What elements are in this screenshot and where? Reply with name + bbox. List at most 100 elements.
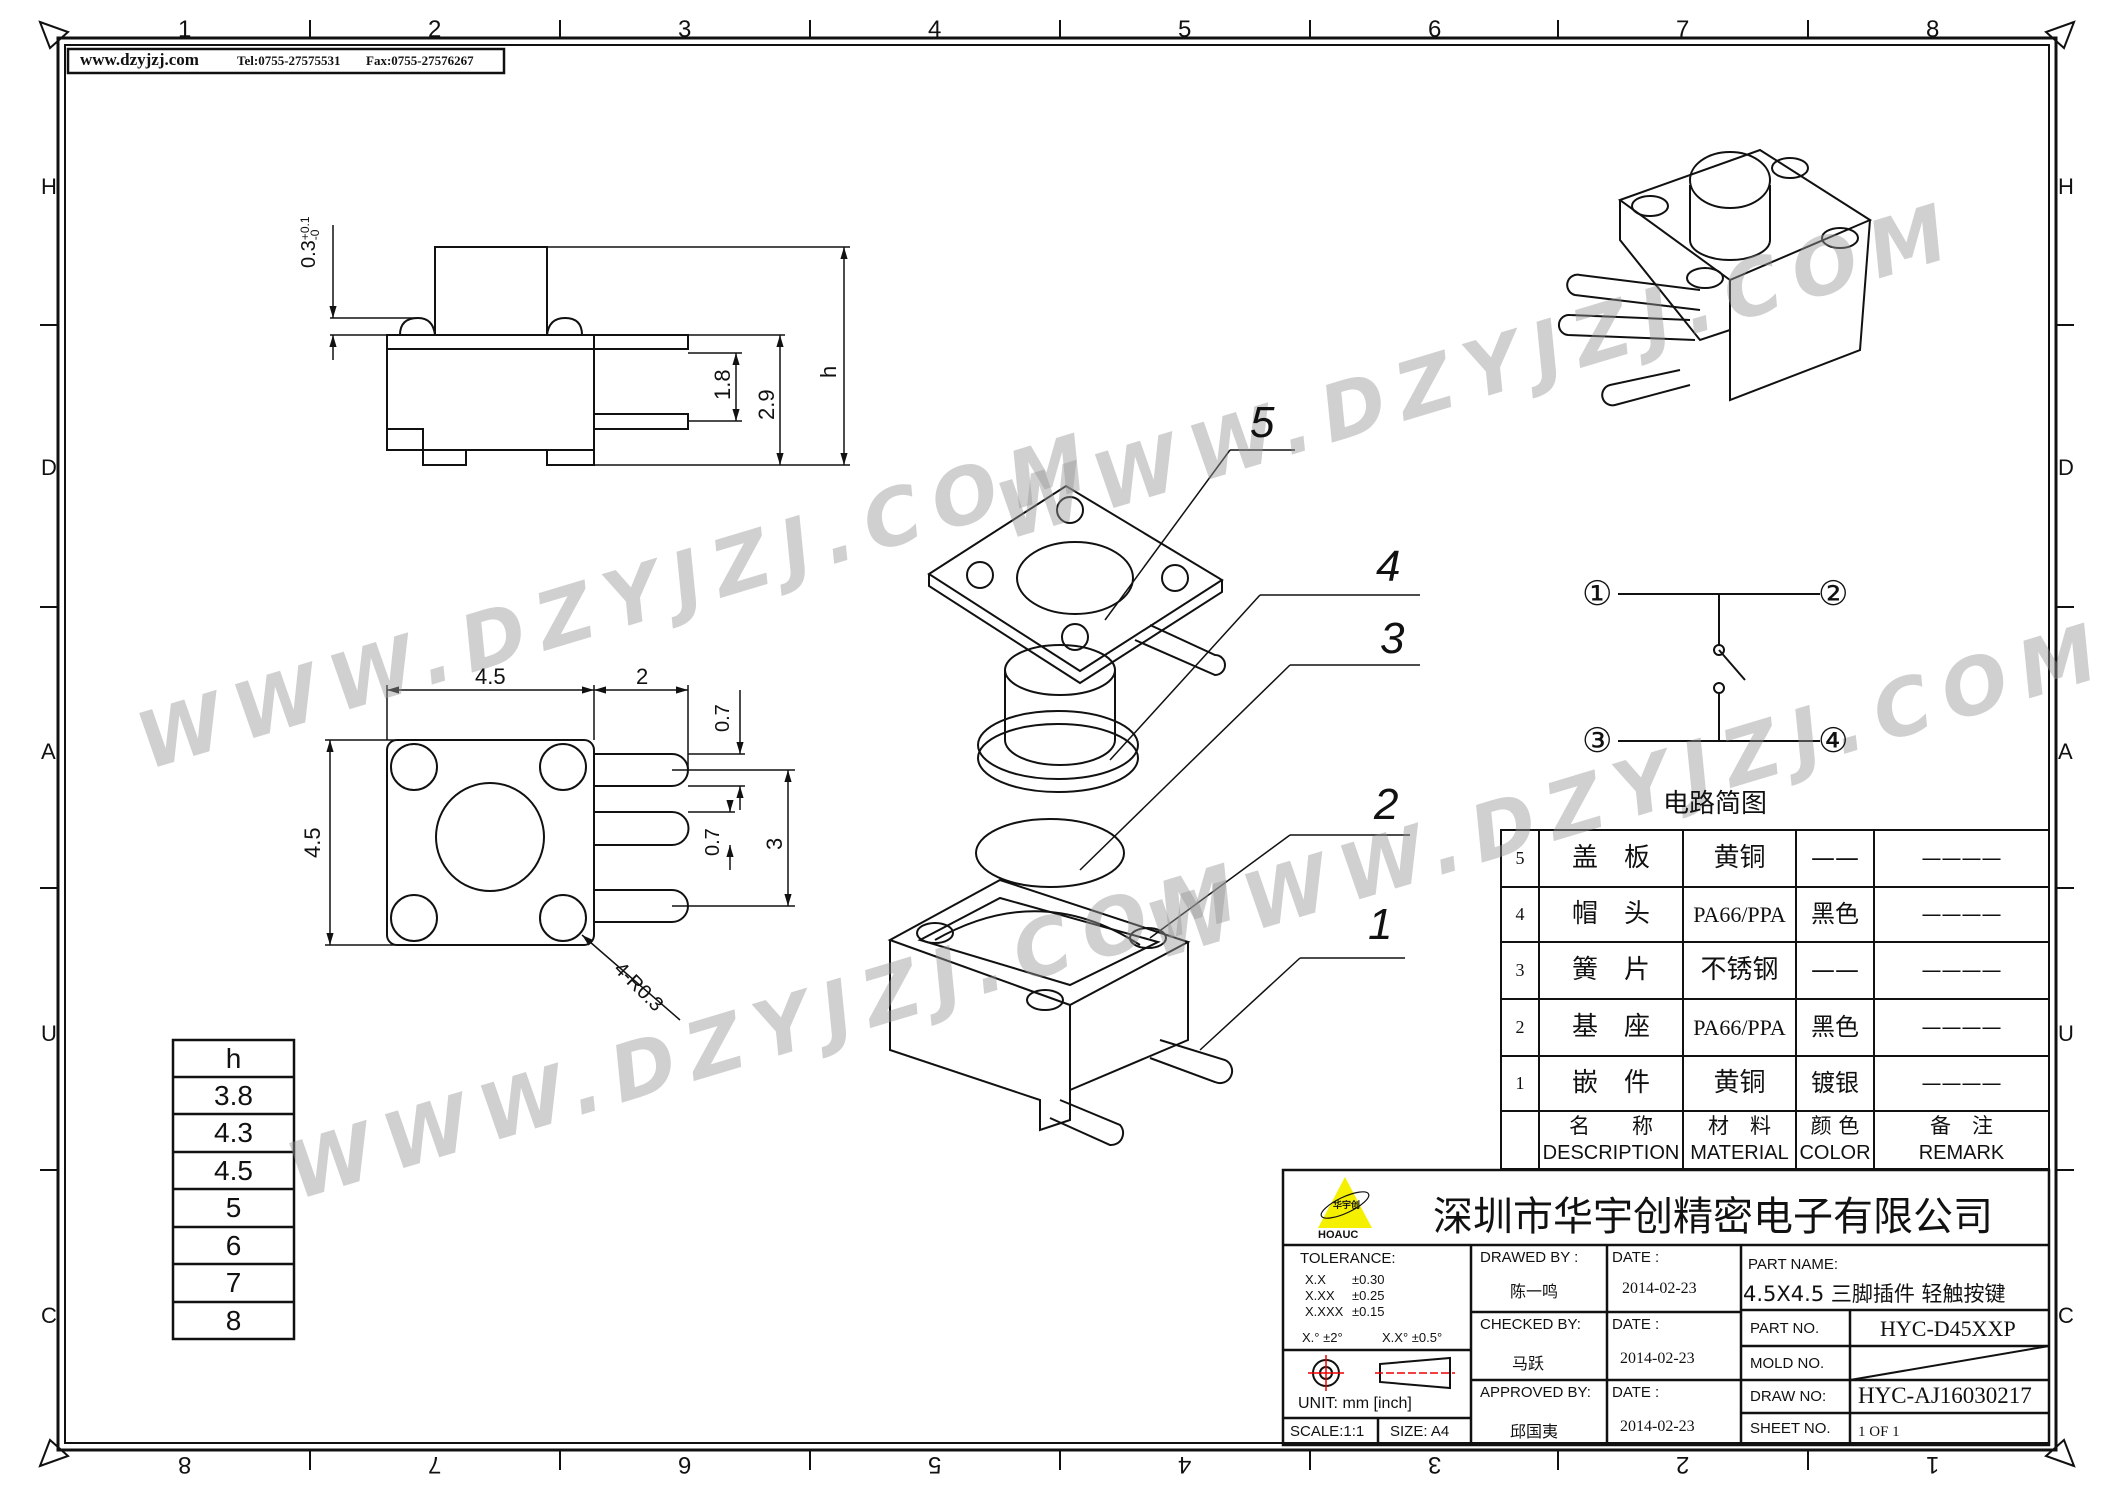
bom-header-en: REMARK [1918,1142,2005,1164]
mold-no-label: MOLD NO. [1750,1355,1825,1372]
row-label: D [2058,455,2074,480]
bom-item-no: 5 [1515,848,1525,868]
bom-header-cn: 材 料 [1708,1114,1771,1138]
col-label: 4 [928,16,942,43]
callout-2: 2 [1374,780,1399,829]
tol-value: ±0.15 [1352,1304,1385,1319]
date-drawed: 2014-02-23 [1622,1280,1697,1297]
bom-item-color: —— [1811,844,1859,872]
tolerance-label: TOLERANCE: [1300,1250,1396,1267]
bom-item-material: PA66/PPA [1693,902,1786,927]
logo-triangle [1318,1177,1372,1228]
height-value: 8 [225,1305,242,1336]
bom-item-no: 2 [1515,1017,1525,1037]
col-label: 1 [178,16,192,43]
col-label: 2 [1676,1451,1690,1478]
bom-item-color: 黑色 [1811,900,1859,928]
callout-5: 5 [1250,398,1275,447]
unit: UNIT: mm [inch] [1298,1395,1412,1412]
height-value: 7 [225,1267,242,1298]
row-label: D [41,455,57,480]
circuit-diagram [1618,593,1820,742]
scale: SCALE:1:1 [1290,1423,1365,1440]
bom-header-cn: 备 注 [1930,1114,1993,1138]
col-label: 8 [1926,16,1940,43]
bom-item-material: 黄铜 [1713,1068,1766,1098]
col-label: 3 [678,16,692,43]
row-label: A [41,739,56,764]
bom-item-no: 1 [1515,1073,1525,1093]
part-no: HYC-D45XXP [1880,1316,2016,1341]
approved-by-label: APPROVED BY: [1480,1384,1591,1401]
bom-item-name: 嵌 件 [1571,1068,1650,1098]
dim-pin-width-top: 0.7 [712,704,734,732]
bom-item-remark: ———— [1921,846,2002,870]
circuit-title: 电路简图 [1663,789,1768,819]
iso-view [1558,148,1873,407]
bom-item-remark: ———— [1921,1071,2002,1095]
angle-tol: X.° ±2° [1302,1330,1343,1345]
col-label: 3 [1428,1451,1442,1478]
dim-pin-width-mid: 0.7 [702,828,724,856]
approved-by: 邱国夷 [1510,1422,1559,1441]
dim-body: 2.9 [754,389,779,420]
part-name-label: PART NAME: [1748,1256,1839,1273]
part-name: 4.5X4.5 三脚插件 轻触按键 [1743,1282,2006,1306]
drawed-by-label: DRAWED BY : [1480,1249,1579,1266]
col-label: 2 [428,16,442,43]
header-fax: Fax:0755-27576267 [366,53,474,68]
logo-brand: HOAUC [1318,1229,1359,1241]
bom-header-en: MATERIAL [1690,1142,1789,1164]
bom-header-en: DESCRIPTION [1542,1142,1680,1164]
title-block-grid [1281,1168,2051,1447]
col-label: 8 [178,1451,192,1478]
date-label: DATE : [1612,1384,1660,1401]
checked-by: 马跃 [1512,1354,1545,1373]
circuit-pin-1: ① [1582,574,1613,614]
bottom-view [325,685,795,1021]
bom-item-material: 黄铜 [1713,843,1766,873]
dim-height: h [816,365,841,378]
row-label: H [2058,174,2074,199]
circuit-pin-4: ④ [1818,721,1849,761]
col-label: 6 [1428,16,1442,43]
bom-item-name: 基 座 [1571,1012,1650,1042]
bom-item-no: 3 [1515,960,1525,980]
dim-pin-pitch: 3 [762,837,787,850]
height-value: 6 [225,1230,242,1261]
part-no-label: PART NO. [1750,1320,1820,1337]
bom-item-material: 不锈钢 [1700,955,1779,985]
col-label: 6 [678,1451,692,1478]
tol-format: X.X [1305,1272,1326,1287]
dim-height: 4.5 [300,827,325,858]
dim-width: 4.5 [475,664,506,689]
drawed-by: 陈一鸣 [1510,1282,1559,1301]
dim-pin-length: 2 [636,664,649,689]
bom-item-name: 簧 片 [1571,955,1650,985]
header-website: www.dzyjzj.com [80,50,199,69]
bom-item-color: 黑色 [1811,1013,1859,1041]
bom-header-cn: 颜 色 [1810,1114,1860,1138]
sheet-no-label: SHEET NO. [1750,1420,1831,1437]
bom-item-remark: ———— [1921,902,2002,926]
row-label: C [2058,1303,2074,1328]
size: SIZE: A4 [1390,1423,1450,1440]
tol-value: ±0.30 [1352,1272,1385,1287]
bom-item-name: 帽 头 [1571,899,1650,929]
header-tel: Tel:0755-27575531 [237,53,341,68]
row-label: U [2058,1021,2074,1046]
row-label: H [41,174,57,199]
dim-plunger: 0.3+0.1-0 [298,216,322,268]
height-value: 4.3 [214,1117,253,1148]
row-label: C [41,1303,57,1328]
angle-tol: X.X° ±0.5° [1382,1330,1443,1345]
callout-3: 3 [1380,614,1405,663]
date-approved: 2014-02-23 [1620,1418,1695,1435]
drawing-frame [38,20,2076,1470]
callout-4: 4 [1376,542,1401,591]
draw-no-label: DRAW NO: [1750,1388,1827,1405]
height-table-grid [171,1038,296,1341]
tol-format: X.XXX [1305,1304,1344,1319]
callout-1: 1 [1368,900,1393,949]
draw-no: HYC-AJ16030217 [1858,1383,2032,1408]
